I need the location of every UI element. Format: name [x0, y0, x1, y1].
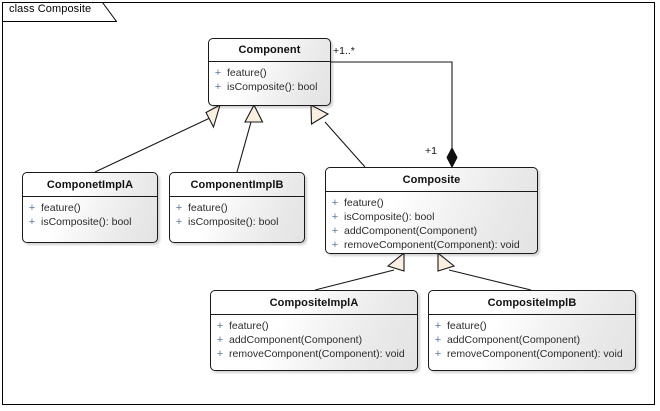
member-signature: feature() — [41, 202, 81, 214]
visibility-marker: + — [214, 81, 222, 93]
class-member: + removeComponent(Component): void — [429, 347, 635, 361]
member-signature: addComponent(Component) — [229, 334, 363, 346]
class-member: + isComposite(): bool — [170, 215, 304, 229]
visibility-marker: + — [175, 202, 183, 214]
member-signature: feature() — [344, 197, 384, 209]
member-signature: feature() — [227, 67, 267, 79]
class-member: + feature() — [170, 201, 304, 215]
visibility-marker: + — [434, 348, 442, 360]
diagram-frame-tab — [2, 2, 117, 22]
class-box-component[interactable]: Component + feature() + isComposite(): b… — [208, 38, 331, 106]
multiplicity-composite-end: +1 — [425, 145, 437, 157]
member-signature: isComposite(): bool — [344, 211, 435, 223]
visibility-marker: + — [434, 320, 442, 332]
class-title-compositeimpla: CompositeImplA — [211, 291, 417, 315]
class-member: + feature() — [326, 196, 537, 210]
class-member: + feature() — [23, 201, 157, 215]
class-member: + isComposite(): bool — [23, 215, 157, 229]
visibility-marker: + — [331, 225, 339, 237]
member-signature: removeComponent(Component): void — [229, 348, 405, 360]
class-member: + feature() — [209, 66, 330, 80]
visibility-marker: + — [216, 348, 224, 360]
class-members-composite: + feature() + isComposite(): bool + addC… — [326, 192, 537, 253]
member-signature: isComposite(): bool — [188, 216, 279, 228]
class-title-composite: Composite — [326, 168, 537, 192]
class-title-componentimplb: ComponentImplB — [170, 173, 304, 197]
member-signature: addComponent(Component) — [447, 334, 581, 346]
class-box-componentimplb[interactable]: ComponentImplB + feature() + isComposite… — [169, 172, 305, 243]
class-member: + feature() — [211, 319, 417, 333]
visibility-marker: + — [28, 202, 36, 214]
visibility-marker: + — [214, 67, 222, 79]
class-members-componentimplb: + feature() + isComposite(): bool — [170, 197, 304, 232]
class-member: + addComponent(Component) — [211, 333, 417, 347]
member-signature: feature() — [229, 320, 269, 332]
class-box-compositeimpla[interactable]: CompositeImplA + feature() + addComponen… — [210, 290, 418, 371]
class-box-compositeimplb[interactable]: CompositeImplB + feature() + addComponen… — [428, 290, 636, 371]
multiplicity-component-end: +1..* — [333, 45, 355, 57]
class-box-composite[interactable]: Composite + feature() + isComposite(): b… — [325, 167, 538, 254]
class-member: + removeComponent(Component): void — [211, 347, 417, 361]
member-signature: isComposite(): bool — [227, 81, 318, 93]
member-signature: feature() — [188, 202, 228, 214]
member-signature: addComponent(Component) — [344, 225, 478, 237]
member-signature: removeComponent(Component): void — [344, 239, 520, 251]
class-members-component: + feature() + isComposite(): bool — [209, 62, 330, 97]
member-signature: isComposite(): bool — [41, 216, 132, 228]
class-members-componetimpla: + feature() + isComposite(): bool — [23, 197, 157, 232]
diagram-frame — [2, 2, 655, 405]
visibility-marker: + — [434, 334, 442, 346]
class-member: + addComponent(Component) — [326, 224, 537, 238]
visibility-marker: + — [331, 239, 339, 251]
class-member: + removeComponent(Component): void — [326, 238, 537, 252]
class-title-compositeimplb: CompositeImplB — [429, 291, 635, 315]
visibility-marker: + — [216, 334, 224, 346]
visibility-marker: + — [175, 216, 183, 228]
visibility-marker: + — [331, 211, 339, 223]
class-box-componetimpla[interactable]: ComponetImplA + feature() + isComposite(… — [22, 172, 158, 243]
class-members-compositeimpla: + feature() + addComponent(Component) + … — [211, 315, 417, 364]
class-member: + isComposite(): bool — [209, 80, 330, 94]
class-members-compositeimplb: + feature() + addComponent(Component) + … — [429, 315, 635, 364]
member-signature: removeComponent(Component): void — [447, 348, 623, 360]
class-title-componetimpla: ComponetImplA — [23, 173, 157, 197]
visibility-marker: + — [331, 197, 339, 209]
visibility-marker: + — [28, 216, 36, 228]
class-title-component: Component — [209, 39, 330, 62]
class-member: + isComposite(): bool — [326, 210, 537, 224]
visibility-marker: + — [216, 320, 224, 332]
class-member: + feature() — [429, 319, 635, 333]
diagram-frame-title: class Composite — [9, 3, 92, 15]
class-member: + addComponent(Component) — [429, 333, 635, 347]
member-signature: feature() — [447, 320, 487, 332]
